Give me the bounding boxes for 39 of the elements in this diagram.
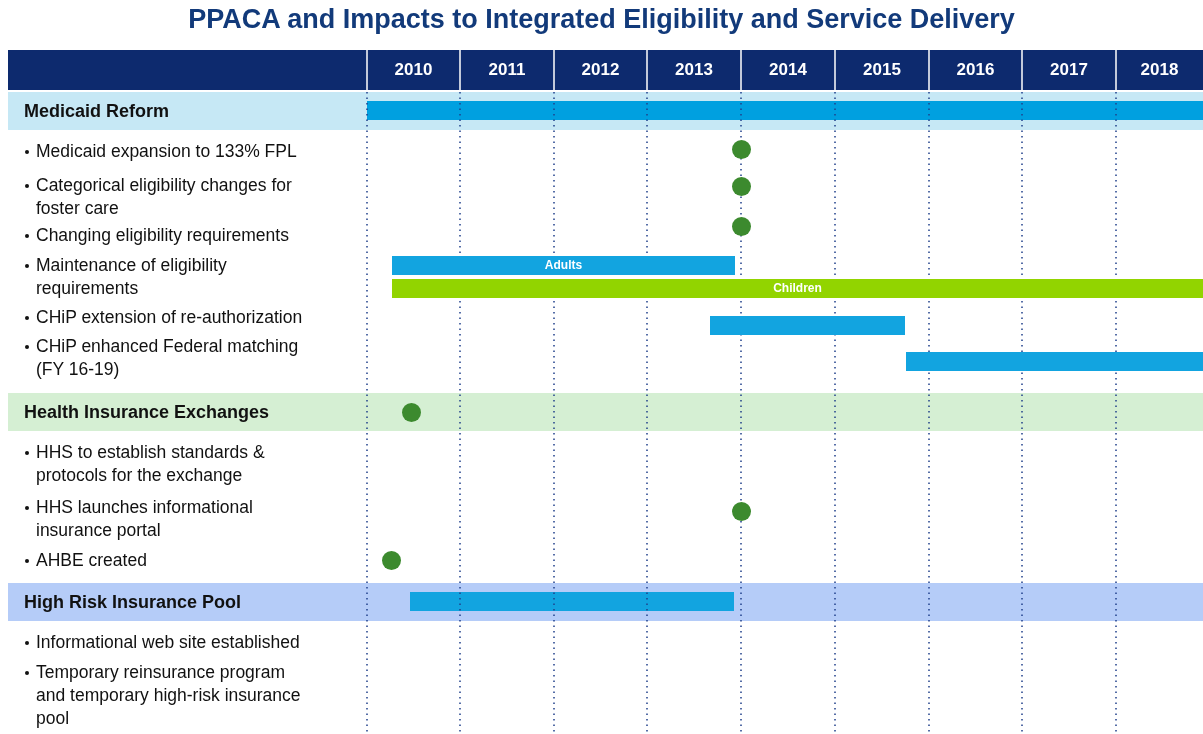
item-label: HHS to establish standards & protocols for the exchange [36, 441, 266, 487]
item-label: HHS launches informational insurance portal [36, 496, 254, 542]
milestone-dot [731, 501, 751, 521]
year-label: 2015 [862, 59, 902, 81]
year-label: 2014 [768, 59, 808, 81]
timeline-bar [410, 592, 734, 611]
milestone-dot [731, 139, 751, 159]
section-heading: Medicaid Reform [24, 100, 170, 123]
section-band [8, 393, 1203, 431]
year-label: 2017 [1049, 59, 1089, 81]
section-heading: High Risk Insurance Pool [24, 591, 242, 614]
section-band [8, 583, 1203, 621]
milestone-dot [401, 402, 421, 422]
item-label: CHiP enhanced Federal matching (FY 16-19) [36, 335, 300, 381]
section-band [8, 92, 1203, 130]
year-label: 2018 [1139, 59, 1180, 81]
year-label: 2010 [393, 59, 434, 81]
chart-title: PPACA and Impacts to Integrated Eligibility and Service Delivery [187, 4, 1016, 35]
section-heading: Health Insurance Exchanges [24, 401, 270, 424]
item-label: Medicaid expansion to 133% FPL [36, 140, 298, 163]
timeline-bar [367, 101, 1203, 120]
timeline-bar [906, 352, 1203, 371]
item-label: AHBE created [36, 549, 148, 572]
year-label: 2011 [487, 59, 527, 81]
milestone-dot [731, 176, 751, 196]
item-label: Categorical eligibility changes for foster care [36, 174, 293, 220]
item-label: Informational web site established [36, 631, 301, 654]
timeline-bar: Children [392, 279, 1203, 298]
item-label: Changing eligibility requirements [36, 224, 290, 247]
timeline-bar: Adults [392, 256, 735, 275]
item-label: Temporary reinsurance program and temporary high-risk insurance pool [36, 661, 302, 730]
item-label: Maintenance of eligibility requirements [36, 254, 228, 300]
milestone-dot [381, 550, 401, 570]
year-label: 2016 [955, 59, 996, 81]
timeline-bar [710, 316, 905, 335]
year-label: 2013 [674, 59, 714, 81]
milestone-dot [731, 216, 751, 236]
year-label: 2012 [580, 59, 621, 81]
item-label: CHiP extension of re-authorization [36, 306, 304, 329]
